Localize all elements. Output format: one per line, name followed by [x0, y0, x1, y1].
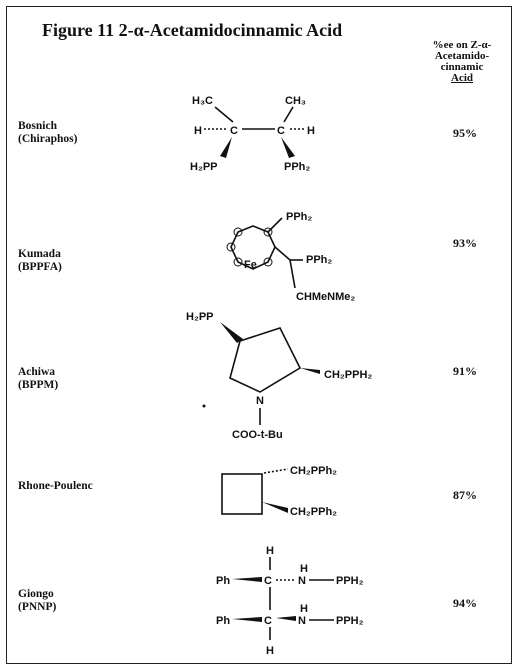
rhone-poulenc-structure: CH₂PPh₂ CH₂PPh₂	[221, 465, 337, 518]
ligand-name: (Chiraphos)	[18, 133, 78, 145]
pph2-top-label: PPh₂	[286, 211, 312, 223]
h-bottom-label: H	[266, 645, 274, 657]
ligand-name: (PNNP)	[18, 601, 57, 613]
coo-tbu-label: COO-t-Bu	[232, 429, 283, 441]
stray-dot	[202, 404, 206, 408]
bond-line	[283, 106, 294, 123]
cyclobutane-ring	[221, 473, 263, 515]
ring-vertex	[226, 242, 236, 252]
pph2-label: PPh₂	[284, 161, 310, 173]
row-kumada-name: Kumada (BPPFA)	[18, 248, 62, 274]
row-rhone-poulenc-name: Rhone-Poulenc	[18, 480, 93, 493]
row-kumada-ee: 93%	[453, 236, 477, 250]
researcher-name: Bosnich	[18, 120, 57, 132]
row-bosnich-name: Bosnich (Chiraphos)	[18, 120, 77, 146]
h2pp-label: H₂PP	[186, 311, 214, 323]
researcher-name: Kumada	[18, 248, 61, 260]
bond-line	[214, 106, 234, 123]
row-rhone-poulenc-ee: 87%	[453, 488, 477, 502]
c-bottom-label: C	[264, 615, 272, 627]
ee-header-line2: Acetamido-	[434, 50, 490, 62]
h3c-label: H₃C	[192, 95, 213, 107]
fe-label: Fe	[244, 259, 257, 271]
ee-header-line1: %ee on Z-α-	[432, 39, 492, 51]
bppm-structure: H₂PP CH₂PPH₂ N COO-t-Bu	[186, 311, 372, 441]
ee-column-header: %ee on Z-α- Acetamido- cinnamic Acid	[416, 40, 508, 84]
ch3-label: CH₃	[285, 95, 306, 107]
wedge-bond	[262, 502, 288, 513]
wedge-bond	[281, 137, 295, 158]
wedge-bond	[220, 137, 232, 158]
figure-frame	[6, 6, 512, 664]
n-bottom-label: N	[298, 615, 306, 627]
c-top-label: C	[264, 575, 272, 587]
cyclopentadienyl-ring	[230, 225, 276, 270]
c-right-label: C	[277, 125, 285, 137]
ligand-name: (BPPM)	[18, 379, 59, 391]
bppfa-structure: Fe PPh₂ PPh₂ CHMeNMe₂	[226, 211, 355, 303]
chiraphos-structure: H₃C CH₃ H C C H H₂PP PPh₂	[190, 95, 315, 173]
nh-h-top-label: H	[300, 563, 308, 575]
ph-top-label: Ph	[216, 575, 230, 587]
hashed-bond	[263, 468, 289, 474]
researcher-name: Giongo	[18, 588, 54, 600]
ch2pph2-bottom-label: CH₂PPh₂	[290, 506, 337, 518]
bond-line	[274, 246, 291, 261]
pnnp-structure: H Ph C H N PPH₂ Ph C H N PPH₂ H	[216, 545, 364, 657]
nh-h-bottom-label: H	[300, 603, 308, 615]
row-bosnich-ee: 95%	[453, 126, 477, 140]
row-achiwa-name: Achiwa (BPPM)	[18, 366, 58, 392]
pph2-top-label: PPH₂	[336, 575, 364, 587]
ee-header-line3: cinnamic	[440, 61, 484, 73]
figure-title: Figure 11 2-α-Acetamidocinnamic Acid	[42, 20, 343, 40]
bond-line	[289, 259, 296, 289]
h2pp-label: H₂PP	[190, 161, 218, 173]
ch2pph2-top-label: CH₂PPh₂	[290, 465, 337, 477]
researcher-name: Rhone-Poulenc	[18, 480, 93, 492]
ch2pph2-label: CH₂PPH₂	[324, 369, 372, 381]
ph-bottom-label: Ph	[216, 615, 230, 627]
c-left-label: C	[230, 125, 238, 137]
h-right-label: H	[307, 125, 315, 137]
pph2-right-label: PPh₂	[306, 254, 332, 266]
ring-vertex	[263, 257, 273, 267]
wedge-bond	[232, 577, 262, 582]
h-top-label: H	[266, 545, 274, 557]
h-left-label: H	[194, 125, 202, 137]
n-label: N	[256, 395, 264, 407]
wedge-bond	[232, 617, 262, 622]
wedge-bond	[220, 322, 243, 343]
pph2-bottom-label: PPH₂	[336, 615, 364, 627]
ligand-name: (BPPFA)	[18, 261, 62, 273]
bond-line	[267, 217, 283, 233]
wedge-bond	[300, 368, 320, 374]
row-achiwa-ee: 91%	[453, 364, 477, 378]
ring-vertex	[233, 257, 243, 267]
ring-vertex	[263, 227, 273, 237]
n-top-label: N	[298, 575, 306, 587]
row-giongo-ee: 94%	[453, 596, 477, 610]
chmenme2-label: CHMeNMe₂	[296, 291, 355, 303]
pyrrolidine-ring	[229, 327, 302, 393]
row-giongo-name: Giongo (PNNP)	[18, 588, 56, 614]
ee-header-line4: Acid	[451, 72, 473, 84]
wedge-bond	[276, 616, 296, 621]
ring-vertex	[233, 227, 243, 237]
researcher-name: Achiwa	[18, 366, 56, 378]
